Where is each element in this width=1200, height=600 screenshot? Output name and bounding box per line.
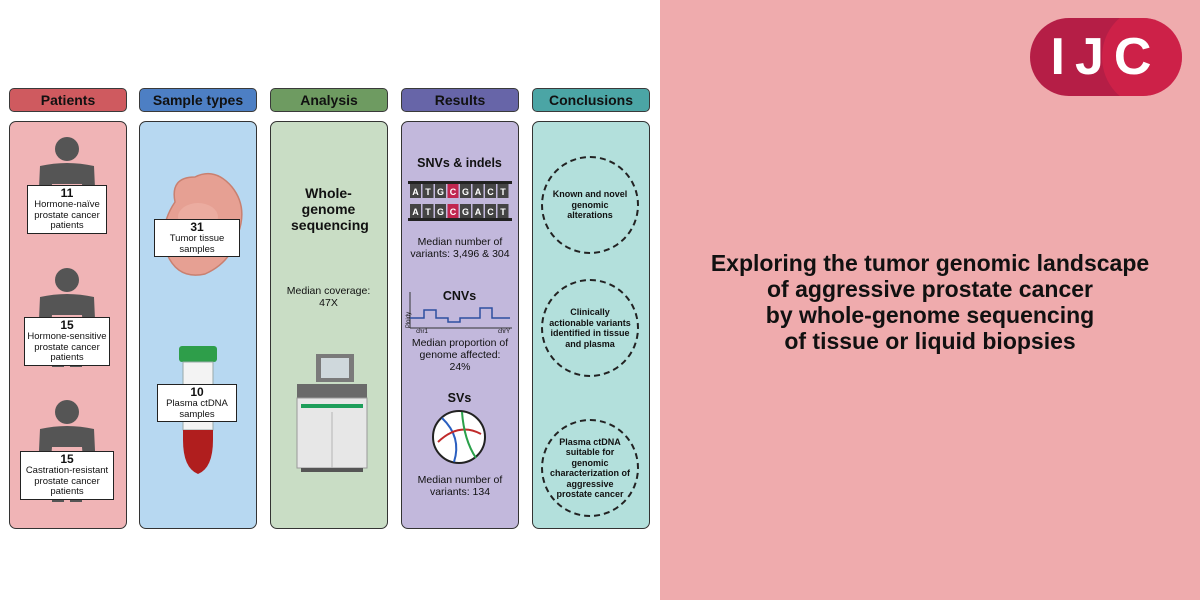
dna-base bbox=[422, 184, 434, 198]
snv-title: SNVs & indels bbox=[417, 156, 502, 170]
header-conclusions: Conclusions bbox=[532, 88, 650, 112]
ijc-logo: IJC bbox=[1030, 18, 1182, 96]
logo-glow bbox=[1102, 18, 1182, 96]
dna-base bbox=[460, 184, 471, 198]
dna-base bbox=[410, 204, 421, 218]
title-line: Exploring the tumor genomic landscape bbox=[710, 250, 1150, 276]
dna-base-letter: A bbox=[412, 187, 419, 197]
dna-base-letter: C bbox=[487, 207, 494, 217]
sample-illustrations bbox=[163, 172, 243, 474]
dna-base bbox=[435, 204, 446, 218]
sv-circos-icon bbox=[432, 410, 486, 464]
patient-group-label: 11 Hormone-naïve prostate cancer patient… bbox=[27, 185, 107, 234]
sequencer-icon bbox=[296, 354, 368, 472]
dna-backbone bbox=[408, 181, 512, 184]
infographic-panel: Patients Sample types Analysis Results C… bbox=[9, 88, 650, 529]
patients-column: 11 Hormone-naïve prostate cancer patient… bbox=[9, 121, 127, 529]
dna-base-letter: T bbox=[500, 207, 506, 217]
dna-base bbox=[472, 184, 484, 198]
dna-base-letter: T bbox=[500, 187, 506, 197]
dna-base bbox=[435, 184, 446, 198]
dna-base bbox=[485, 204, 496, 218]
dna-base-letter: T bbox=[425, 207, 431, 217]
conclusion-circle: Known and novel genomic alterations bbox=[541, 156, 639, 254]
dna-base bbox=[460, 204, 471, 218]
dna-base bbox=[422, 204, 434, 218]
header-patients: Patients bbox=[9, 88, 127, 112]
title-line: of aggressive prostate cancer bbox=[767, 276, 1093, 302]
dna-base-letter: G bbox=[462, 187, 469, 197]
dna-base bbox=[447, 184, 459, 198]
dna-base-letter: C bbox=[487, 187, 494, 197]
dna-base-letter: A bbox=[412, 207, 419, 217]
cnv-x-start: chr1 bbox=[416, 329, 428, 335]
conclusion-circle: Clinically actionable variants identifie… bbox=[541, 279, 639, 377]
dna-base bbox=[447, 204, 459, 218]
header-results: Results bbox=[401, 88, 519, 112]
title-line: by whole-genome sequencing bbox=[765, 302, 1095, 328]
title-panel bbox=[660, 0, 1200, 600]
dna-base-letter: C bbox=[450, 187, 457, 197]
title-line: of tissue or liquid biopsies bbox=[784, 328, 1076, 354]
sv-median: Median number of variants: 134 bbox=[417, 474, 503, 498]
dna-base-letter: A bbox=[475, 207, 482, 217]
header-sample-types: Sample types bbox=[139, 88, 257, 112]
dna-backbone bbox=[408, 218, 512, 221]
dna-base-letter: G bbox=[437, 187, 444, 197]
main-title: Exploring the tumor genomic landscape of… bbox=[670, 250, 1190, 354]
dna-base bbox=[410, 184, 421, 198]
conclusions-column: Known and novel genomic alterations Clin… bbox=[532, 121, 650, 529]
dna-base-letter: G bbox=[462, 207, 469, 217]
header-analysis: Analysis bbox=[270, 88, 388, 112]
patient-group-label: 15 Castration-resistant prostate cancer … bbox=[20, 451, 114, 500]
dna-base bbox=[472, 204, 484, 218]
dna-base-letter: T bbox=[425, 187, 431, 197]
dna-base bbox=[497, 184, 509, 198]
dna-base bbox=[485, 184, 496, 198]
analysis-method: Whole-genome sequencing bbox=[291, 185, 369, 233]
dna-base-letter: G bbox=[437, 207, 444, 217]
conclusion-circle: Plasma ctDNA suitable for genomic charac… bbox=[541, 419, 639, 517]
cnv-x-end: chrY bbox=[497, 329, 511, 335]
dna-base bbox=[497, 204, 509, 218]
sample-types-column: 31 Tumor tissue samples 10 Plasma ctDNA … bbox=[139, 121, 257, 529]
logo-text: IJC bbox=[1050, 28, 1162, 86]
cnv-plot bbox=[409, 292, 512, 329]
cnv-title: CNVs bbox=[442, 289, 477, 303]
sample-label-plasma: 10 Plasma ctDNA samples bbox=[157, 384, 237, 422]
dna-base-letter: C bbox=[450, 207, 457, 217]
dna-base-letter: A bbox=[475, 187, 482, 197]
cnv-median: Median proportion of genome affected: 24… bbox=[411, 337, 509, 373]
patient-group-label: 15 Hormone-sensitive prostate cancer pat… bbox=[24, 317, 110, 366]
analysis-column: Whole-genome sequencing Median coverage:… bbox=[270, 121, 388, 529]
sample-label-tissue: 31 Tumor tissue samples bbox=[154, 219, 240, 257]
analysis-coverage: Median coverage: 47X bbox=[286, 285, 371, 309]
snv-median: Median number of variants: 3,496 & 304 bbox=[410, 236, 510, 260]
sv-title: SVs bbox=[447, 391, 472, 405]
